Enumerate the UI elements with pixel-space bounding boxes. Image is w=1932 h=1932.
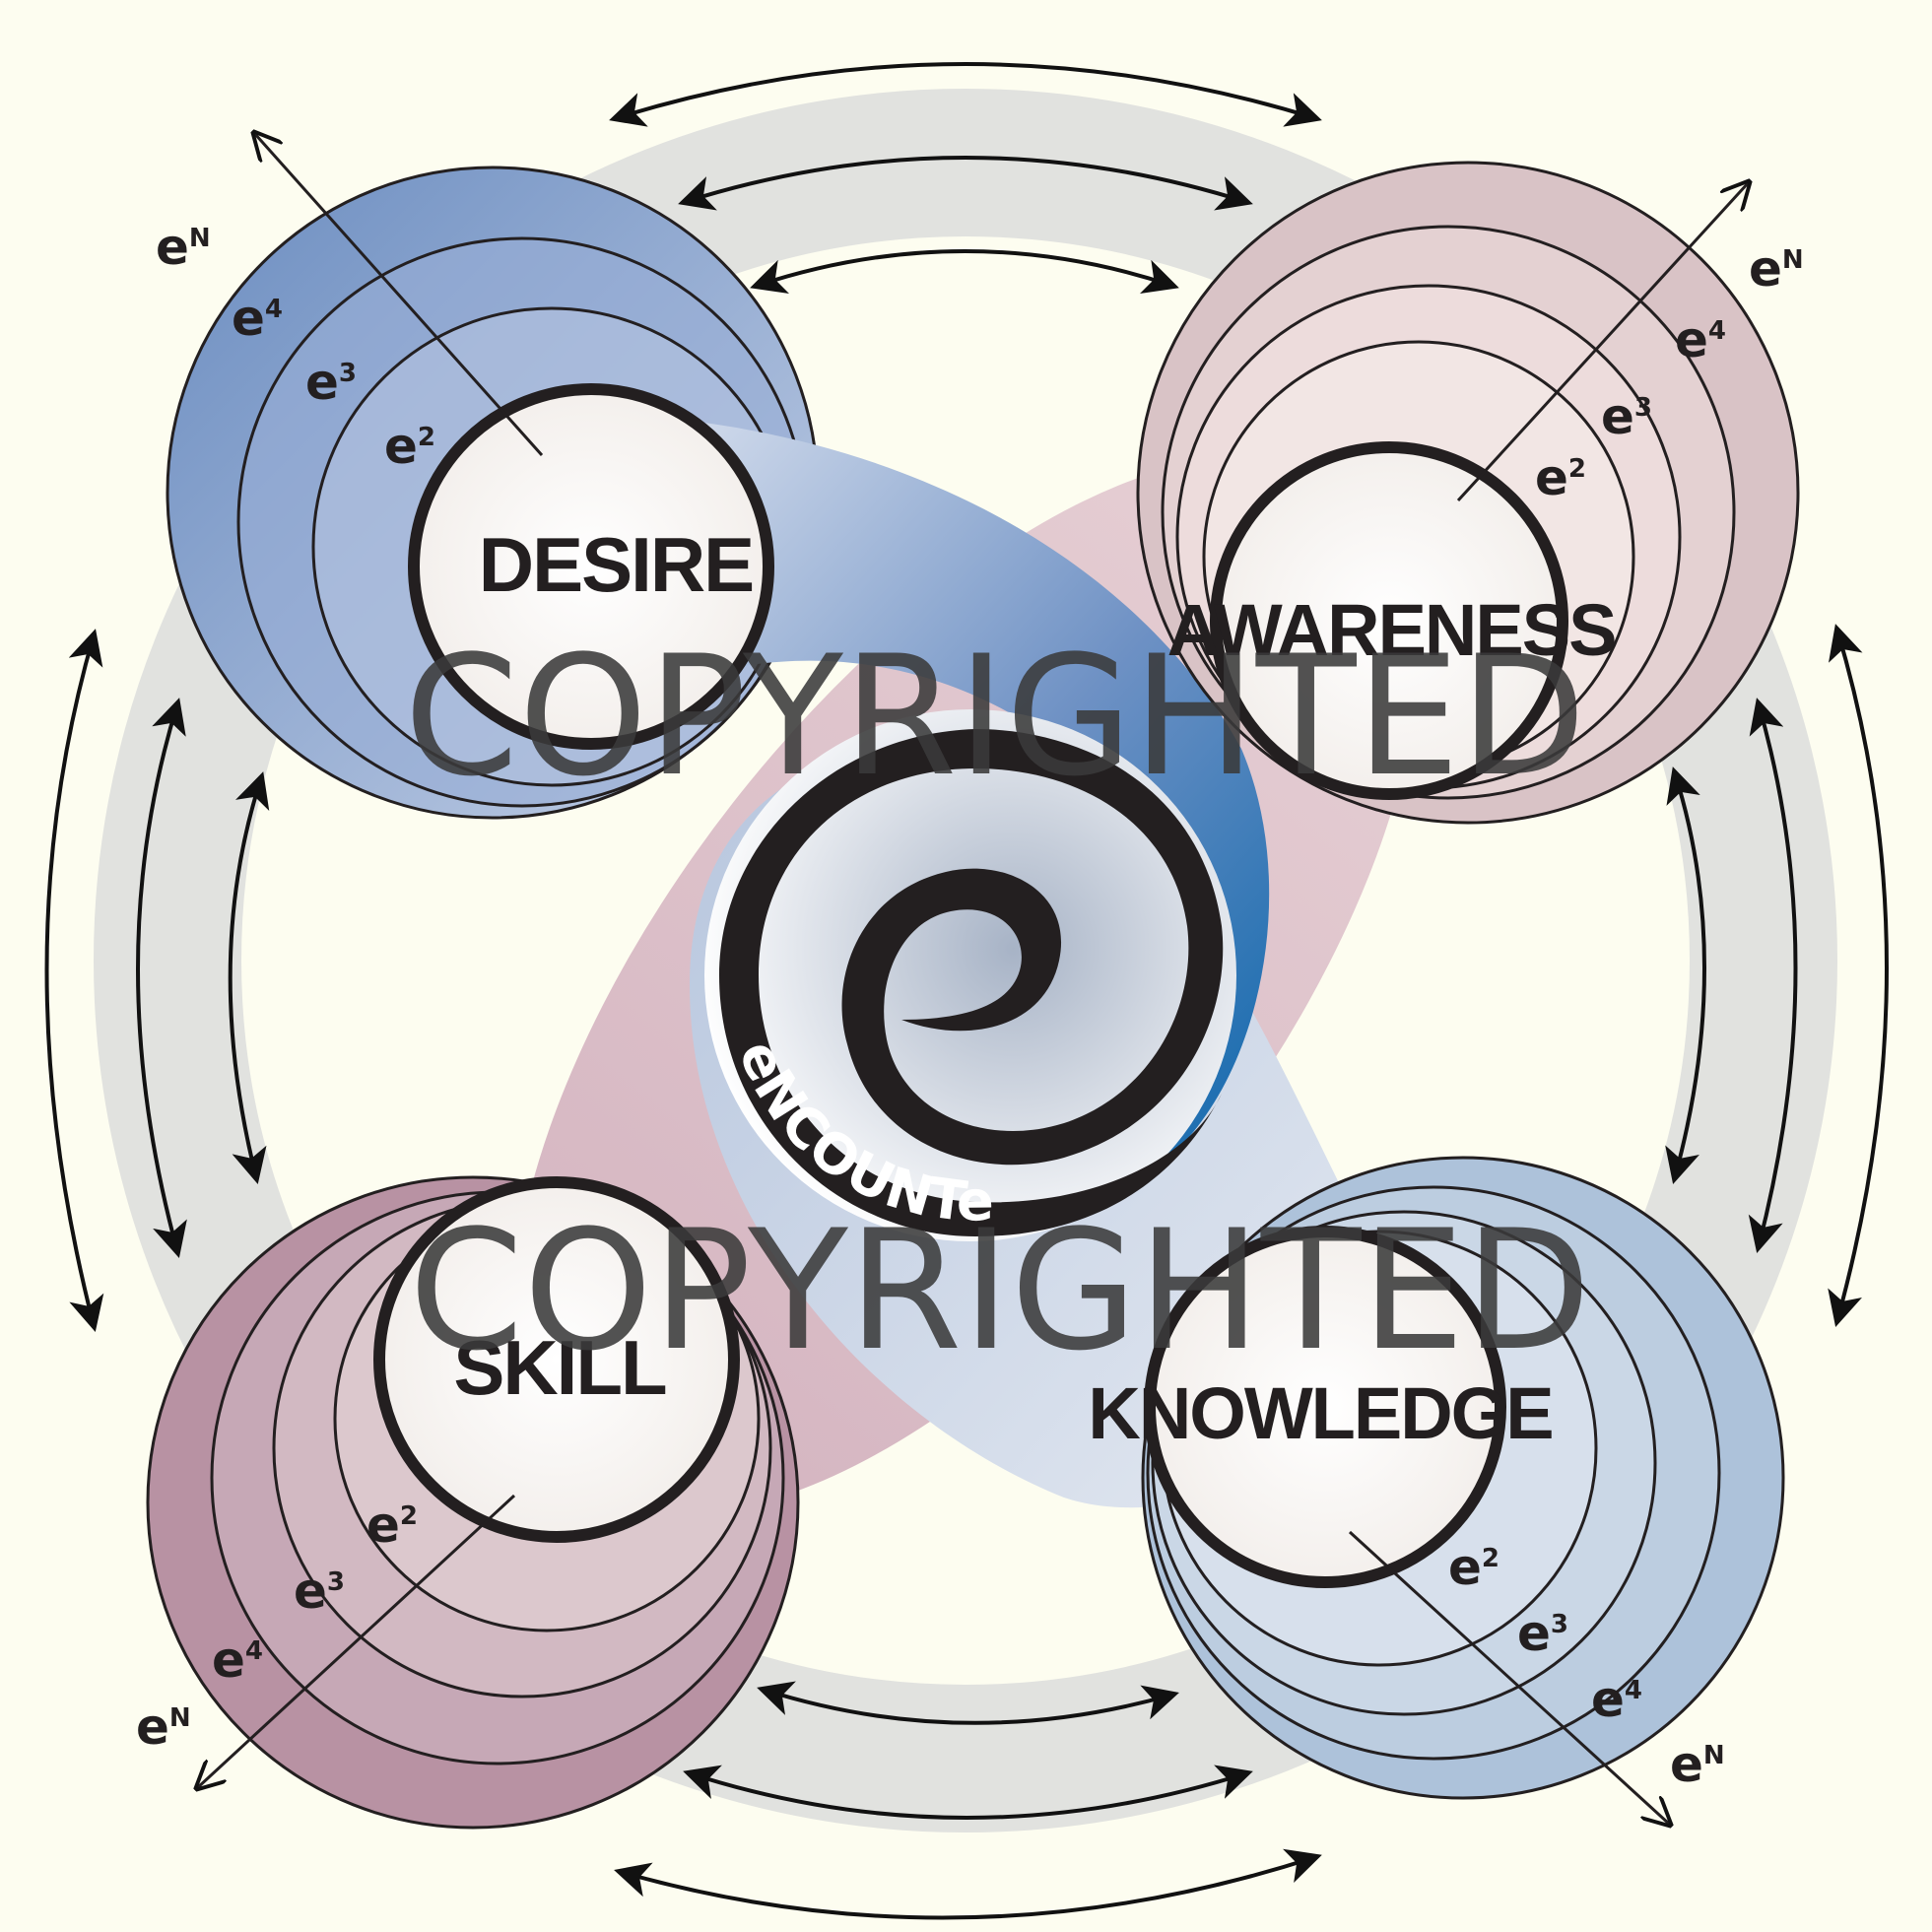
arrow-left-inner <box>228 771 270 1184</box>
watermark-bottom: COPYRIGHTED <box>409 1194 1591 1387</box>
arrow-left-middle <box>136 698 187 1258</box>
label-desire: DESIRE <box>479 521 753 608</box>
arrow-bottom-middle <box>683 1765 1253 1820</box>
right-arrows <box>1665 624 1889 1327</box>
awareness-growth-arrow <box>1456 182 1749 502</box>
watermark-top: COPYRIGHTED <box>404 620 1586 813</box>
knowledge-level-2: e2 <box>1448 1539 1499 1596</box>
knowledge-core-circle <box>1144 1226 1506 1588</box>
skill-level-2: e2 <box>366 1497 418 1554</box>
skill-level-n: eN <box>136 1699 191 1756</box>
arrow-bottom-inner <box>757 1681 1179 1725</box>
arrow-top-outer <box>609 62 1322 127</box>
left-arrows <box>44 629 270 1332</box>
awareness-level-2: e2 <box>1535 449 1586 506</box>
awareness-level-4: e4 <box>1675 311 1726 368</box>
desire-growth-arrow <box>254 133 544 456</box>
node-awareness <box>1136 161 1800 825</box>
arrow-right-outer <box>1828 624 1889 1327</box>
desire-core-circle <box>408 383 774 750</box>
knowledge-level-labels: e2 e3 e4 eN <box>1448 1539 1725 1793</box>
awareness-level-n: eN <box>1749 240 1804 298</box>
knowledge-level-4: e4 <box>1591 1671 1642 1728</box>
spiral-icon <box>719 729 1224 1236</box>
arrow-left-outer <box>44 629 104 1332</box>
node-knowledge <box>1141 1156 1785 1800</box>
label-awareness: AWARENESS <box>1167 589 1616 671</box>
top-arrows <box>609 62 1322 295</box>
bottom-arrows <box>614 1681 1322 1920</box>
desire-level-3: e3 <box>305 354 357 411</box>
arrow-right-middle <box>1748 698 1798 1253</box>
knowledge-level-3: e3 <box>1517 1605 1568 1662</box>
awareness-level-labels: eN e4 e3 e2 <box>1535 240 1804 506</box>
skill-level-3: e3 <box>294 1563 345 1620</box>
label-skill: SKILL <box>453 1324 666 1411</box>
desire-level-n: eN <box>156 219 211 276</box>
knowledge-growth-arrow <box>1348 1530 1670 1825</box>
label-knowledge: KNOWLEDGE <box>1088 1372 1552 1454</box>
knowledge-level-n: eN <box>1670 1736 1725 1793</box>
awareness-core-circle <box>1210 441 1568 800</box>
arrow-top-inner <box>750 249 1179 295</box>
desire-level-labels: eN e4 e3 e2 <box>156 219 435 475</box>
arrow-right-inner <box>1665 766 1706 1184</box>
arrow-top-middle <box>678 156 1253 211</box>
skill-level-labels: e2 e3 e4 eN <box>136 1497 418 1756</box>
awareness-level-3: e3 <box>1601 388 1652 445</box>
desire-level-4: e4 <box>232 290 283 347</box>
skill-level-4: e4 <box>212 1632 263 1689</box>
arrow-bottom-outer <box>614 1848 1322 1920</box>
skill-core-circle <box>373 1176 740 1543</box>
node-skill <box>146 1175 800 1830</box>
skill-growth-arrow <box>197 1494 516 1788</box>
desire-level-2: e2 <box>384 418 435 475</box>
